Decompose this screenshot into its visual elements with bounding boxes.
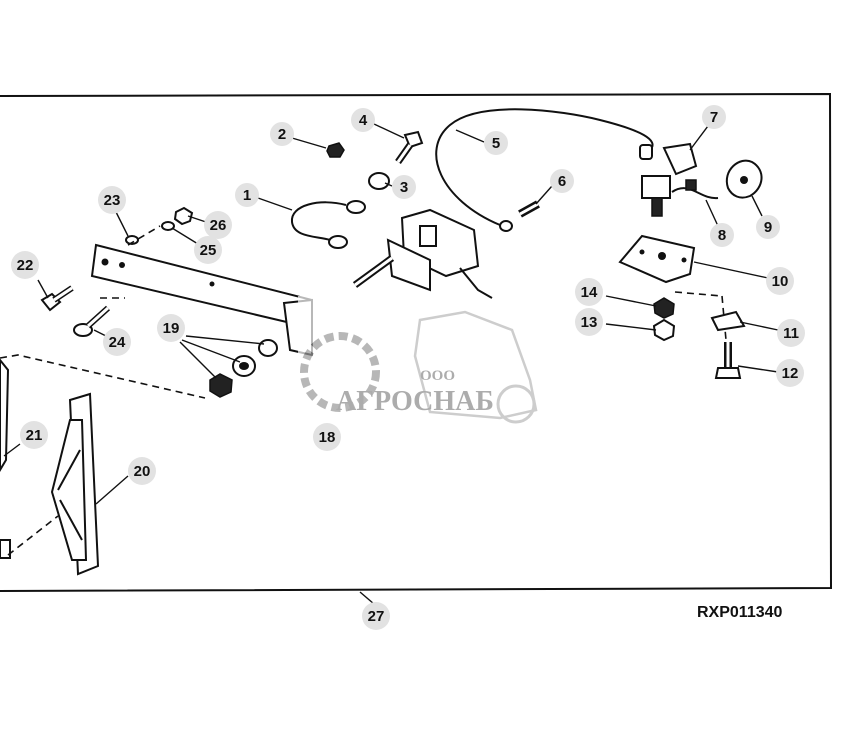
mirror-21 (0, 358, 11, 559)
svg-text:1: 1 (243, 187, 251, 204)
callout-20: 20 (128, 457, 156, 485)
washer-23 (125, 235, 139, 245)
callout-22: 22 (11, 251, 39, 279)
svg-text:9: 9 (764, 219, 772, 236)
clip-11 (710, 310, 746, 332)
svg-text:8: 8 (718, 227, 726, 244)
callout-1: 1 (235, 183, 259, 207)
callout-3: 3 (392, 175, 416, 199)
callout-27: 27 (362, 602, 390, 630)
svg-text:7: 7 (710, 109, 718, 126)
svg-text:2: 2 (278, 126, 286, 143)
cam-9 (725, 159, 763, 199)
callout-24: 24 (103, 328, 131, 356)
callout-9: 9 (756, 215, 780, 239)
callout-18: 18 (313, 423, 341, 451)
svg-text:19: 19 (163, 320, 180, 337)
cable-1 (290, 200, 366, 249)
bolt-6 (518, 200, 540, 218)
wiper-motor (352, 208, 493, 299)
svg-text:13: 13 (581, 314, 598, 331)
callout-21: 21 (20, 421, 48, 449)
bolt-4 (395, 130, 424, 165)
callout-5: 5 (484, 131, 508, 155)
callout-13: 13 (575, 308, 603, 336)
leader-lines (3, 123, 779, 605)
callout-6: 6 (550, 169, 574, 193)
washer-25 (161, 221, 175, 231)
svg-text:4: 4 (359, 112, 368, 129)
svg-text:3: 3 (400, 179, 408, 196)
connector-8 (671, 187, 719, 200)
svg-text:24: 24 (109, 334, 126, 351)
svg-text:27: 27 (368, 608, 385, 625)
callout-2: 2 (270, 122, 294, 146)
figure-code: RXP011340 (697, 604, 783, 621)
watermark: ООО АГРОСНАБ (298, 296, 538, 426)
plate-10 (618, 234, 696, 284)
svg-text:14: 14 (581, 284, 598, 301)
svg-text:6: 6 (558, 173, 566, 190)
harvester-logo-icon (413, 310, 538, 420)
bolt-12 (714, 342, 742, 379)
screw-2 (326, 142, 345, 158)
svg-text:23: 23 (104, 192, 121, 209)
svg-text:5: 5 (492, 135, 500, 152)
svg-text:20: 20 (134, 463, 151, 480)
svg-text:21: 21 (26, 427, 43, 444)
callout-19: 19 (157, 314, 185, 342)
svg-text:11: 11 (783, 325, 799, 342)
callout-11: 11 (777, 319, 805, 347)
svg-text:22: 22 (17, 257, 34, 274)
svg-text:10: 10 (772, 273, 789, 290)
nut-19 (209, 373, 233, 398)
nut-14 (653, 297, 675, 319)
diagram-frame (0, 92, 833, 592)
svg-text:12: 12 (782, 365, 799, 382)
callout-26: 26 (204, 211, 232, 239)
callout-7: 7 (702, 105, 726, 129)
bolt-22 (40, 285, 74, 312)
washer-3 (368, 172, 390, 190)
svg-text:26: 26 (210, 217, 227, 234)
callout-23: 23 (98, 186, 126, 214)
nut-13 (652, 318, 676, 342)
switch-7 (641, 142, 698, 217)
bolt-24 (73, 305, 111, 337)
watermark-company: АГРОСНАБ (336, 386, 494, 417)
watermark-prefix: ООО (420, 368, 455, 384)
callout-8: 8 (710, 223, 734, 247)
nut-26 (173, 206, 194, 226)
callout-4: 4 (351, 108, 375, 132)
mirror-20 (50, 392, 100, 576)
callout-14: 14 (575, 278, 603, 306)
washer-19a (258, 339, 278, 357)
callout-25: 25 (194, 236, 222, 264)
svg-text:18: 18 (319, 429, 336, 446)
callout-10: 10 (766, 267, 794, 295)
callout-12: 12 (776, 359, 804, 387)
wire-5 (435, 108, 654, 232)
svg-text:25: 25 (200, 242, 217, 259)
gear-logo-icon (300, 332, 380, 412)
